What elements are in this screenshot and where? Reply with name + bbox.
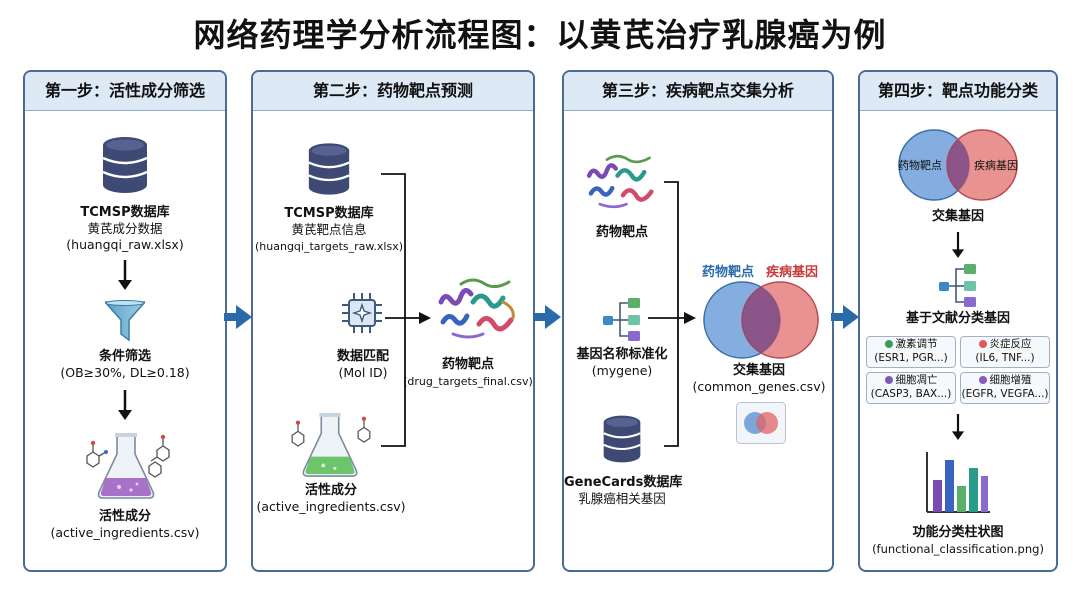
merge-connector (648, 181, 696, 447)
step1-db-desc: 黄芪成分数据 (87, 221, 163, 236)
step1-header: 第一步：活性成分筛选 (25, 72, 225, 111)
chip-icon (342, 293, 382, 333)
database-icon (603, 415, 641, 463)
step3-common-file: (common_genes.csv) (692, 379, 826, 394)
category-dot-icon (884, 376, 893, 384)
step2-match-block: 数据匹配 (Mol ID) (315, 348, 411, 381)
step3-genecards-block: GeneCards数据库 乳腺癌相关基因 (564, 474, 683, 507)
step3-venn-right-label: 疾病基因 (765, 265, 818, 280)
funnel-icon (105, 300, 145, 342)
flow-arrow-icon (224, 305, 252, 329)
step1-panel: 第一步：活性成分筛选 TCMSP数据库 黄芪成分数据 (huangqi_raw.… (23, 70, 227, 572)
step3-header: 第三步：疾病靶点交集分析 (564, 72, 832, 111)
step2-match-key: (Mol ID) (338, 365, 388, 380)
step3-common-block: 交集基因 (common_genes.csv) (688, 362, 830, 395)
step1-db-name: TCMSP数据库 (80, 205, 170, 220)
step4-classify-title: 基于文献分类基因 (905, 311, 1010, 326)
venn-diagram (703, 281, 819, 359)
step3-panel: 第三步：疾病靶点交集分析 药物靶点 基因名称标准化 (mygene) (562, 70, 834, 572)
down-arrow-icon (118, 390, 132, 420)
step2-target-block: 药物靶点 (drug_targets_final.csv) (403, 356, 533, 390)
category-dot-icon (978, 340, 987, 348)
flow-arrow-icon (533, 305, 561, 329)
venn-thumbnail-icon (736, 402, 786, 444)
step3-norm-tool: (mygene) (591, 363, 653, 378)
flow-arrow-icon (831, 305, 859, 329)
step1-result-block: 活性成分 (active_ingredients.csv) (25, 508, 225, 541)
step4-venn-left-label: 药物靶点 (898, 159, 942, 172)
down-arrow-icon (951, 232, 965, 258)
step2-ingredient-file: (active_ingredients.csv) (256, 499, 406, 514)
step1-db-file: (huangqi_raw.xlsx) (66, 237, 184, 252)
step4-chart-file: (functional_classification.png) (872, 542, 1044, 556)
flask-with-molecules-icon (291, 412, 371, 477)
category-dot-icon (978, 376, 987, 384)
step3-genecards-desc: 乳腺癌相关基因 (578, 491, 666, 506)
step4-chart-block: 功能分类柱状图 (functional_classification.png) (860, 524, 1056, 557)
merge-connector (381, 173, 431, 447)
step2-ingredient-block: 活性成分 (active_ingredients.csv) (253, 482, 409, 515)
step2-target-title: 药物靶点 (441, 357, 494, 372)
step3-venn-left-label: 药物靶点 (701, 265, 754, 280)
category-proliferation: 细胞增殖 (EGFR, VEGFA...) (960, 372, 1050, 404)
down-arrow-icon (951, 414, 965, 440)
step3-genecards-name: GeneCards数据库 (564, 475, 683, 490)
database-icon (308, 143, 350, 195)
hierarchy-icon (603, 298, 640, 341)
category-hormone: 激素调节 (ESR1, PGR...) (866, 336, 956, 368)
step4-chart-title: 功能分类柱状图 (912, 525, 1004, 540)
category-dot-icon (884, 340, 893, 348)
category-apoptosis: 细胞凋亡 (CASP3, BAX...) (866, 372, 956, 404)
database-icon (102, 137, 148, 193)
step4-header: 第四步：靶点功能分类 (860, 72, 1056, 111)
step1-filter-rule: (OB≥30%, DL≥0.18) (60, 365, 190, 380)
step3-drug-target: 药物靶点 (595, 225, 648, 240)
protein-structure-icon (438, 278, 515, 339)
step1-result-title: 活性成分 (98, 509, 151, 524)
page-title: 网络药理学分析流程图：以黄芪治疗乳腺癌为例 (193, 16, 887, 54)
step3-norm-block: 基因名称标准化 (mygene) (564, 346, 680, 379)
step2-target-file: (drug_targets_final.csv) (403, 375, 533, 388)
bar-chart-icon (926, 452, 990, 513)
step2-header: 第二步：药物靶点预测 (253, 72, 533, 111)
step2-panel: 第二步：药物靶点预测 TCMSP数据库 黄芪靶点信息 (huangqi_targ… (251, 70, 535, 572)
step2-match-title: 数据匹配 (336, 349, 389, 364)
protein-structure-icon (586, 154, 654, 209)
step2-db-file: (huangqi_targets_raw.xlsx) (255, 240, 403, 253)
hierarchy-icon (939, 264, 976, 307)
step2-ingredient-title: 活性成分 (304, 483, 357, 498)
step1-result-file: (active_ingredients.csv) (50, 525, 200, 540)
flask-with-molecules-icon (86, 433, 170, 499)
step3-norm-title: 基因名称标准化 (576, 347, 668, 362)
step4-common-title: 交集基因 (931, 209, 984, 224)
step2-db-desc: 黄芪靶点信息 (291, 222, 367, 237)
step1-db-block: TCMSP数据库 黄芪成分数据 (huangqi_raw.xlsx) (25, 204, 225, 253)
venn-diagram (898, 129, 1018, 201)
step2-db-block: TCMSP数据库 黄芪靶点信息 (huangqi_targets_raw.xls… (253, 205, 405, 255)
step1-filter-block: 条件筛选 (OB≥30%, DL≥0.18) (25, 348, 225, 381)
step4-panel: 第四步：靶点功能分类 药物靶点 疾病基因 交集基因 基于文献分类基因 激素调节 … (858, 70, 1058, 572)
step3-common-title: 交集基因 (732, 363, 785, 378)
down-arrow-icon (118, 260, 132, 290)
category-inflammation: 炎症反应 (IL6, TNF...) (960, 336, 1050, 368)
step1-filter-title: 条件筛选 (98, 349, 151, 364)
step2-db-name: TCMSP数据库 (284, 206, 374, 221)
step4-venn-right-label: 疾病基因 (974, 159, 1018, 172)
